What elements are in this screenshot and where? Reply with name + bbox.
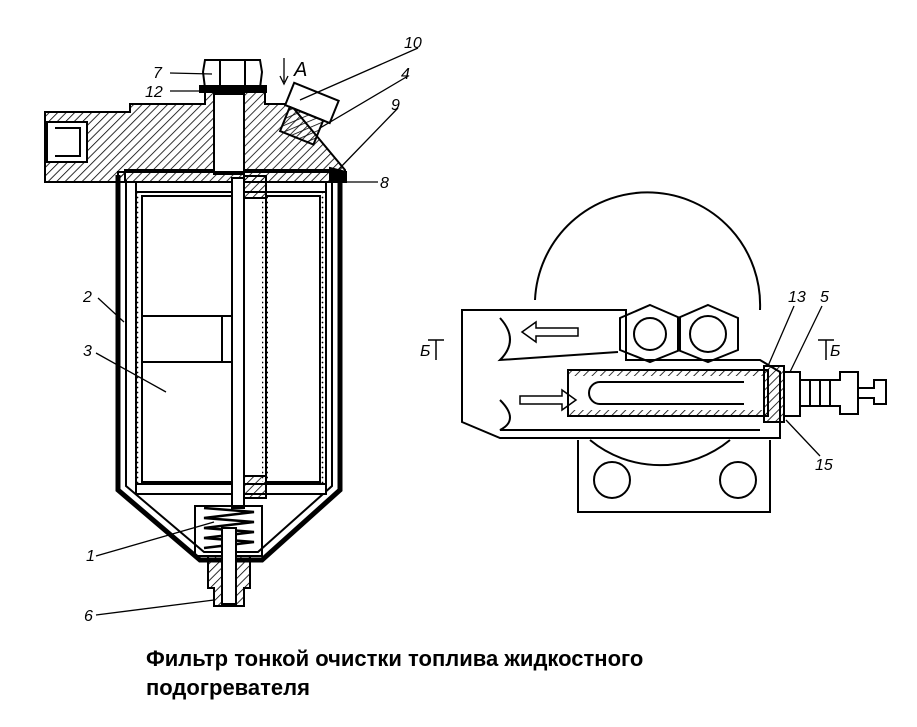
washer bbox=[199, 85, 267, 93]
section-mark-left: Б bbox=[420, 343, 430, 360]
center-rod bbox=[231, 177, 245, 509]
plug-seal bbox=[783, 371, 801, 417]
bottom-seal bbox=[243, 475, 267, 499]
glow-plug bbox=[799, 371, 859, 415]
callout-15: 15 bbox=[815, 457, 833, 474]
right-leaders bbox=[767, 305, 823, 457]
left-leaders bbox=[95, 47, 419, 616]
gland-nut bbox=[763, 365, 785, 423]
mounting-lugs bbox=[577, 440, 771, 513]
callout-1: 1 bbox=[86, 548, 95, 565]
callout-12: 12 bbox=[145, 84, 163, 101]
callout-13: 13 bbox=[788, 289, 806, 306]
callout-6: 6 bbox=[84, 608, 93, 625]
heater-tube bbox=[567, 369, 769, 417]
hex-plug-left bbox=[619, 303, 681, 364]
callout-2: 2 bbox=[82, 289, 92, 306]
top-seal bbox=[243, 175, 267, 199]
callout-7: 7 bbox=[153, 65, 163, 82]
spring bbox=[203, 506, 255, 550]
callout-4: 4 bbox=[401, 66, 410, 83]
callout-8: 8 bbox=[380, 175, 389, 192]
hex-plug-right bbox=[677, 303, 739, 364]
filter-bowl bbox=[115, 175, 343, 563]
filter-top-view bbox=[461, 191, 887, 513]
callout-a: А bbox=[293, 59, 307, 81]
mount-hole-left bbox=[593, 461, 631, 499]
figure-caption: Фильтр тонкой очистки топлива жидкостног… bbox=[146, 644, 846, 702]
outlet-arrow bbox=[520, 320, 579, 344]
caption-line-1: Фильтр тонкой очистки топлива жидкостног… bbox=[146, 646, 644, 671]
vent-plug bbox=[278, 81, 340, 146]
filter-section-view bbox=[44, 59, 347, 607]
callout-9: 9 bbox=[391, 97, 400, 114]
section-mark-right: Б bbox=[830, 343, 840, 360]
callout-3: 3 bbox=[83, 343, 92, 360]
head-flange bbox=[534, 191, 762, 311]
callout-5: 5 bbox=[820, 289, 829, 306]
caption-line-2: подогревателя bbox=[146, 675, 310, 700]
filter-drawing: 7 12 А 10 4 9 8 2 3 1 6 bbox=[44, 35, 887, 625]
callout-10: 10 bbox=[404, 35, 422, 52]
section-marks bbox=[428, 339, 834, 360]
mount-hole-right bbox=[719, 461, 757, 499]
